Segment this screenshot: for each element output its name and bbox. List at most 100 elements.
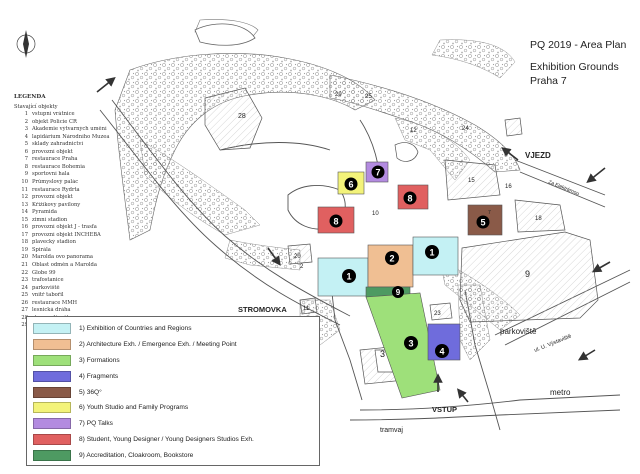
badge-8-right: 8 [403,191,417,205]
map-title-block: PQ 2019 - Area Plan Exhibition Grounds P… [530,38,626,88]
czech-legend-number: 24 [21,284,28,291]
czech-legend-number: 15 [21,216,28,223]
tree-canopy-icon [114,53,376,241]
badge-1-left: 1 [342,269,356,283]
czech-legend-label: Křižíkovy pavilony [32,201,81,208]
zone-legend-label: 8) Student, Young Designer / Young Desig… [79,435,254,443]
building-9-large [459,231,599,323]
czech-legend-label: Pyramida [32,209,57,216]
czech-legend-label: restaurace Rydrta [32,186,80,193]
czech-legend-number: 12 [21,194,28,201]
badge-1-right: 1 [425,245,439,259]
czech-legend-number: 29 [21,322,28,329]
svg-text:2: 2 [389,254,394,264]
zone-legend-label: 1) Exhibition of Countries and Regions [79,325,192,333]
zone-color-swatch [33,402,71,414]
num-16: 16 [505,184,512,190]
czech-legend-label: Průmyslový palác [32,179,79,186]
czech-legend-item: 25 vnitř tabořil [14,292,126,300]
vjezd-label: VJEZD [525,151,551,160]
building-20 [287,243,313,265]
num-12: 12 [410,128,417,134]
zone-color-swatch [33,433,71,445]
zone-color-swatch [33,323,71,335]
czech-legend-number: 18 [21,239,28,246]
czech-legend-number: 26 [21,299,28,306]
czech-legend-label: vstupní vrátnice [32,111,75,118]
czech-legend-label: lapidárium Národního Muzea [32,133,110,140]
num-25: 25 [365,94,372,100]
czech-legend-label: provozní objekt [32,148,73,155]
czech-legend-label: provozní objekt J - trasfa [32,224,97,231]
czech-legend-number: 19 [21,246,28,253]
svg-text:9: 9 [396,288,401,297]
czech-legend-number: 11 [21,186,28,193]
czech-legend-number: 7 [24,156,28,163]
czech-legend-number: 13 [21,201,28,208]
zone-legend-label: 4) Fragments [79,372,119,380]
zone-color-swatch [33,370,71,382]
czech-legend-label: provozní objekt INCHEBA [32,231,101,238]
svg-text:1: 1 [429,248,434,258]
badge-8-left: 8 [329,214,343,228]
czech-legend-number: 21 [21,262,28,269]
building-roundel [394,142,419,162]
zone-color-swatch [33,449,71,461]
num-3-big: 3 [380,349,385,359]
map-title: PQ 2019 - Area Plan [530,39,627,51]
czech-legend-number: 16 [21,224,28,231]
czech-legend-number: 2 [24,118,28,125]
zone-legend-item-7: 7) PQ Talks [33,416,313,432]
svg-text:7: 7 [375,168,380,178]
num-9-big: 9 [525,269,530,279]
zone-color-swatch [33,386,71,398]
zone-color-swatch [33,418,71,430]
czech-legend-item: 16 provozní objekt J - trasfa [14,224,126,232]
svg-text:1: 1 [346,272,351,282]
svg-text:4: 4 [439,347,444,357]
svg-text:6: 6 [348,180,353,190]
num-11: 11 [303,306,310,312]
czech-legend-number: 17 [21,231,28,238]
czech-legend-number: 23 [21,277,28,284]
zone-legend-label: 9) Accreditation, Cloakroom, Bookstore [79,451,194,459]
czech-legend-subheading: Stavající objekty [14,103,58,110]
czech-legend-number: 8 [24,163,28,170]
zone-badges: 1 2 1 9 3 4 5 6 7 8 8 [329,165,490,358]
num-28: 28 [238,113,246,120]
zone-legend-item-6: 6) Youth Studio and Family Programs [33,400,313,416]
czech-legend-item: 1 vstupní vrátnice [14,111,126,119]
zone-color-swatch [33,339,71,351]
num-10-small: 10 [372,211,379,217]
czech-legend-number: 4 [24,133,28,140]
zone-legend-item-9: 9) Accreditation, Cloakroom, Bookstore [33,447,313,463]
num-2-small: 2 [300,264,304,270]
building-24 [504,117,523,137]
badge-5: 5 [476,215,490,229]
czech-legend-label: vnitř tabořil [32,292,64,299]
czech-legend-number: 1 [24,111,28,118]
zone-legend-item-3: 3) Formations [33,353,313,369]
czech-legend-label: provozní objekt [32,194,73,201]
street-vystaviste-label: ul. U. Výstaviště [534,334,573,354]
badge-3: 3 [404,336,418,350]
north-arrow-icon [16,30,36,58]
czech-legend-number: 25 [21,292,28,299]
czech-legend-item: 4 lapidárium Národního Muzea [14,134,126,142]
zone-legend-item-1: 1) Exhibition of Countries and Regions [33,321,313,337]
zone-legend-label: 6) Youth Studio and Family Programs [79,404,189,412]
svg-text:3: 3 [408,339,413,349]
stromovka-label: STROMOVKA [238,305,287,314]
czech-legend-label: Spirála [32,246,51,253]
